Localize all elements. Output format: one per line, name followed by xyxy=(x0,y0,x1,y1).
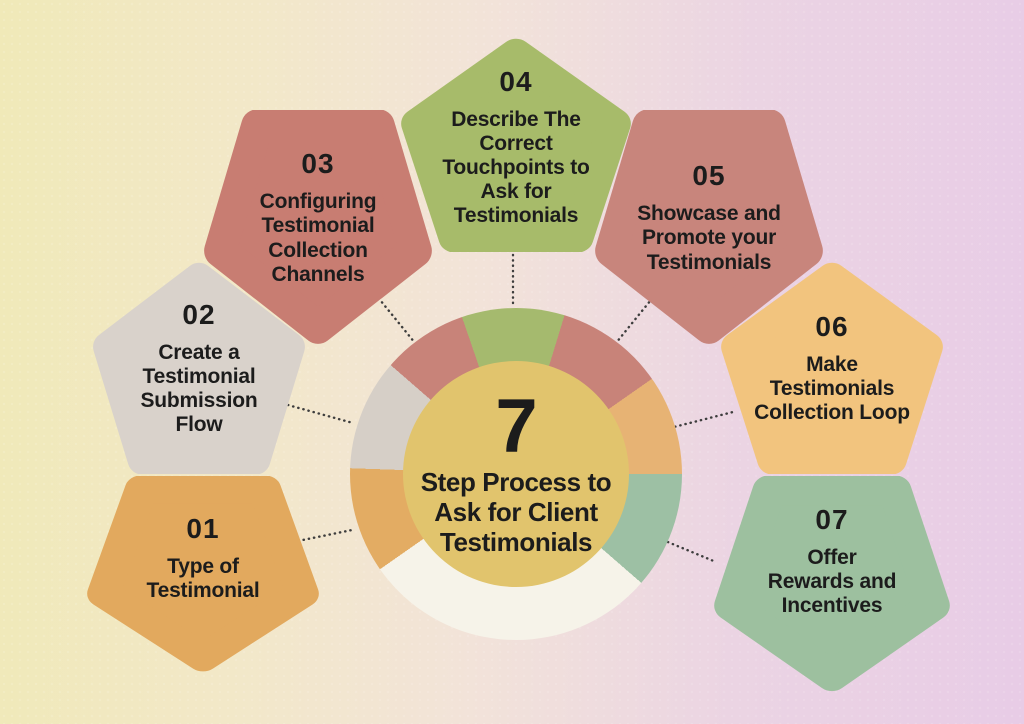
center-circle: 7 Step Process to Ask for Client Testimo… xyxy=(403,361,629,587)
pentagon-down-shape xyxy=(714,476,950,692)
step-number: 03 xyxy=(301,148,335,180)
step-label: Type of Testimonial xyxy=(146,554,260,602)
pentagon-down-shape xyxy=(204,110,432,344)
step-number: 04 xyxy=(499,65,533,97)
pentagon-up-shape xyxy=(401,38,631,252)
step-label: Make Testimonials Collection Loop xyxy=(754,352,910,425)
step-05-content: 05 Showcase and Promote your Testimonial… xyxy=(594,110,824,347)
step-number: 02 xyxy=(182,298,216,330)
step-label: Configuring Testimonial Collection Chann… xyxy=(259,190,377,286)
center-title: Step Process to Ask for Client Testimoni… xyxy=(420,466,612,558)
center-step-count: 7 xyxy=(495,383,537,469)
step-07-pentagon: 07 Offer Rewards and Incentives xyxy=(713,476,951,694)
step-04-pentagon: 04 Describe The Correct Touchpoints to A… xyxy=(400,36,632,252)
step-03-content: 03 Configuring Testimonial Collection Ch… xyxy=(203,110,433,347)
step-03-pentagon: 03 Configuring Testimonial Collection Ch… xyxy=(203,110,433,347)
pentagon-up-shape xyxy=(721,262,943,474)
step-number: 05 xyxy=(692,160,726,192)
pentagon-down-shape xyxy=(595,110,823,344)
pentagon-down-shape xyxy=(87,476,319,672)
step-07-content: 07 Offer Rewards and Incentives xyxy=(713,476,951,694)
step-06-content: 06 Make Testimonials Collection Loop xyxy=(720,260,944,474)
step-02-content: 02 Create a Testimonial Submission Flow xyxy=(92,260,306,474)
step-label: Create a Testimonial Submission Flow xyxy=(140,340,258,437)
pentagon-up-shape xyxy=(93,262,305,474)
step-number: 01 xyxy=(186,512,220,544)
step-01-pentagon: 01 Type of Testimonial xyxy=(86,476,320,674)
step-label: Describe The Correct Touchpoints to Ask … xyxy=(442,107,590,228)
step-06-pentagon: 06 Make Testimonials Collection Loop xyxy=(720,260,944,474)
step-04-content: 04 Describe The Correct Touchpoints to A… xyxy=(400,36,632,252)
connector-step-07 xyxy=(661,538,718,564)
step-01-content: 01 Type of Testimonial xyxy=(86,476,320,674)
step-05-pentagon: 05 Showcase and Promote your Testimonial… xyxy=(594,110,824,347)
connector-step-06 xyxy=(668,410,735,430)
step-02-pentagon: 02 Create a Testimonial Submission Flow xyxy=(92,260,306,474)
step-number: 07 xyxy=(815,503,849,535)
step-label: Showcase and Promote your Testimonials xyxy=(637,202,781,274)
step-number: 06 xyxy=(815,310,849,342)
step-label: Offer Rewards and Incentives xyxy=(767,545,897,618)
connector-step-02 xyxy=(286,403,355,425)
